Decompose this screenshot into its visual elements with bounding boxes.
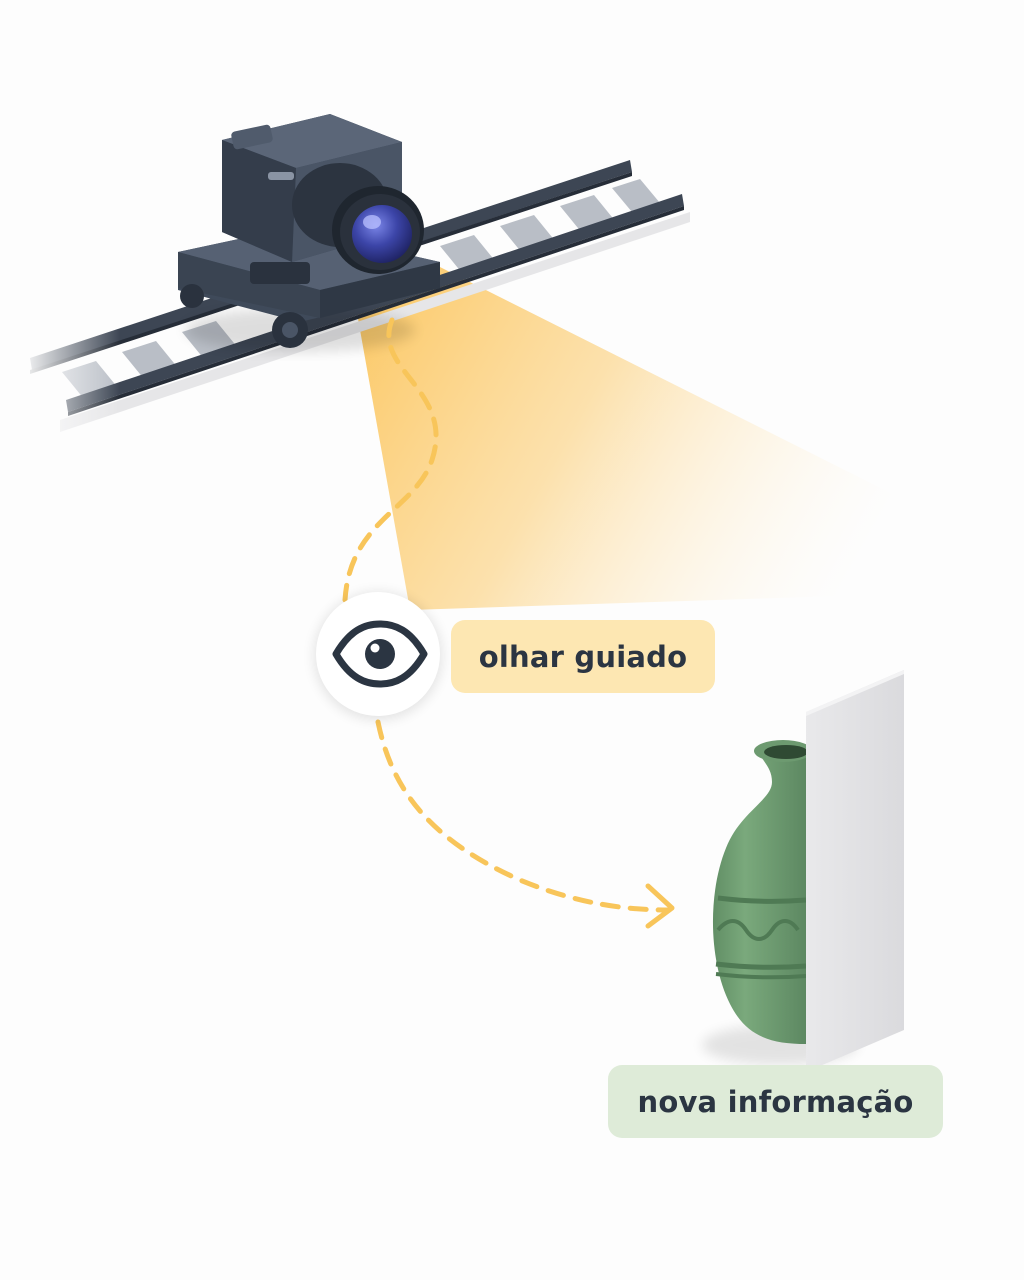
guided-gaze-label: olhar guiado	[451, 620, 715, 693]
camera-rail	[0, 160, 690, 440]
new-information-label: nova informação	[608, 1065, 943, 1138]
guided-gaze-path	[342, 317, 671, 913]
camera-icon	[222, 114, 424, 274]
arrow-head-icon	[645, 883, 675, 929]
light-beam	[352, 262, 1024, 610]
occluding-panel	[806, 670, 904, 1072]
eye-icon	[332, 620, 428, 688]
vase-icon	[712, 740, 812, 1044]
